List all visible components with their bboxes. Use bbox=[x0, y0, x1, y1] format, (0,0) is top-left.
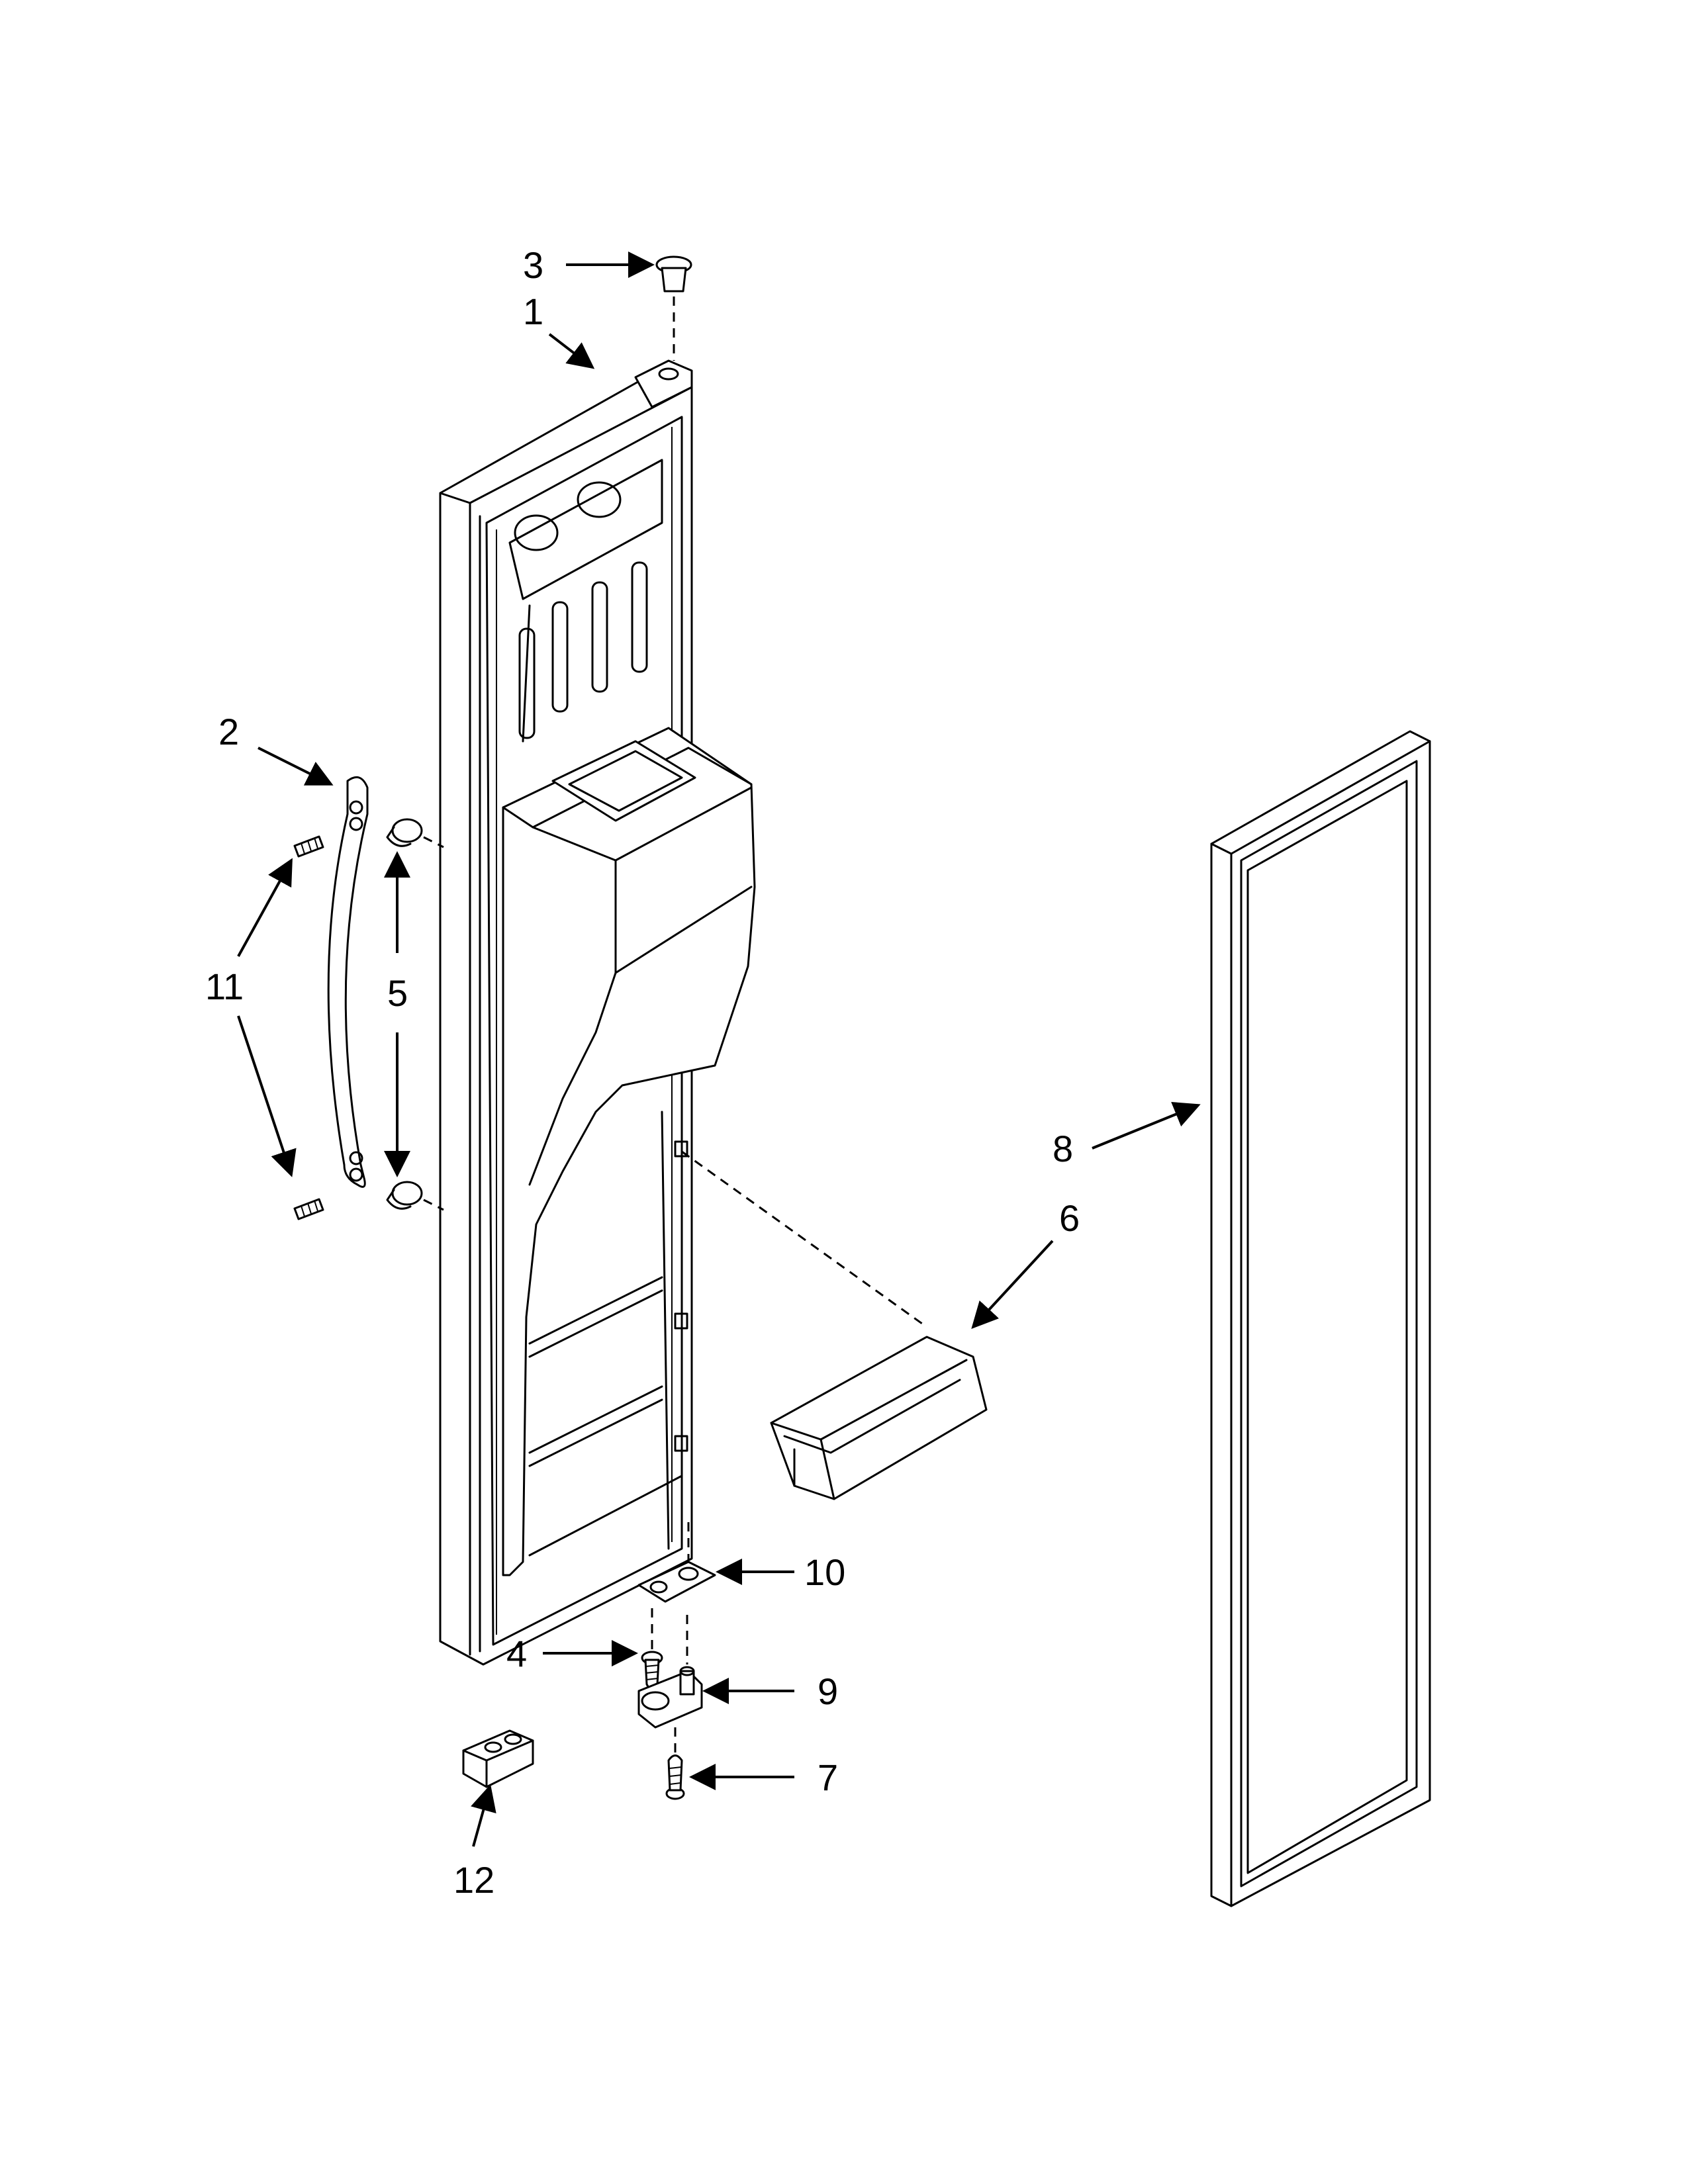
callout-5: 5 bbox=[387, 972, 408, 1014]
handle-screws-part bbox=[293, 835, 324, 1220]
hinge-bushing-part bbox=[655, 255, 692, 361]
callout-8: 8 bbox=[1053, 1128, 1073, 1169]
screw-part-7 bbox=[665, 1754, 685, 1800]
door-handle-part bbox=[327, 776, 369, 1188]
callout-11: 11 bbox=[205, 966, 244, 1007]
screw-part-4 bbox=[641, 1608, 663, 1690]
hinge-cover-part bbox=[462, 1729, 534, 1788]
callout-12: 12 bbox=[453, 1859, 494, 1901]
lower-hinge-part bbox=[637, 1615, 703, 1754]
hinge-plate-part bbox=[637, 1522, 716, 1603]
callout-7: 7 bbox=[818, 1756, 838, 1798]
callout-4: 4 bbox=[506, 1633, 527, 1674]
door-bin-part bbox=[681, 1150, 988, 1500]
callout-1: 1 bbox=[523, 291, 543, 332]
callout-6: 6 bbox=[1059, 1197, 1080, 1239]
callout-2: 2 bbox=[218, 711, 239, 752]
callout-3: 3 bbox=[523, 244, 543, 286]
leader-lines bbox=[237, 251, 1201, 1847]
handle-standoffs-part bbox=[386, 818, 444, 1211]
callout-9: 9 bbox=[818, 1670, 838, 1712]
callout-10: 10 bbox=[804, 1551, 845, 1593]
door-liner-part bbox=[439, 359, 756, 1666]
door-gasket-part bbox=[1210, 730, 1431, 1907]
